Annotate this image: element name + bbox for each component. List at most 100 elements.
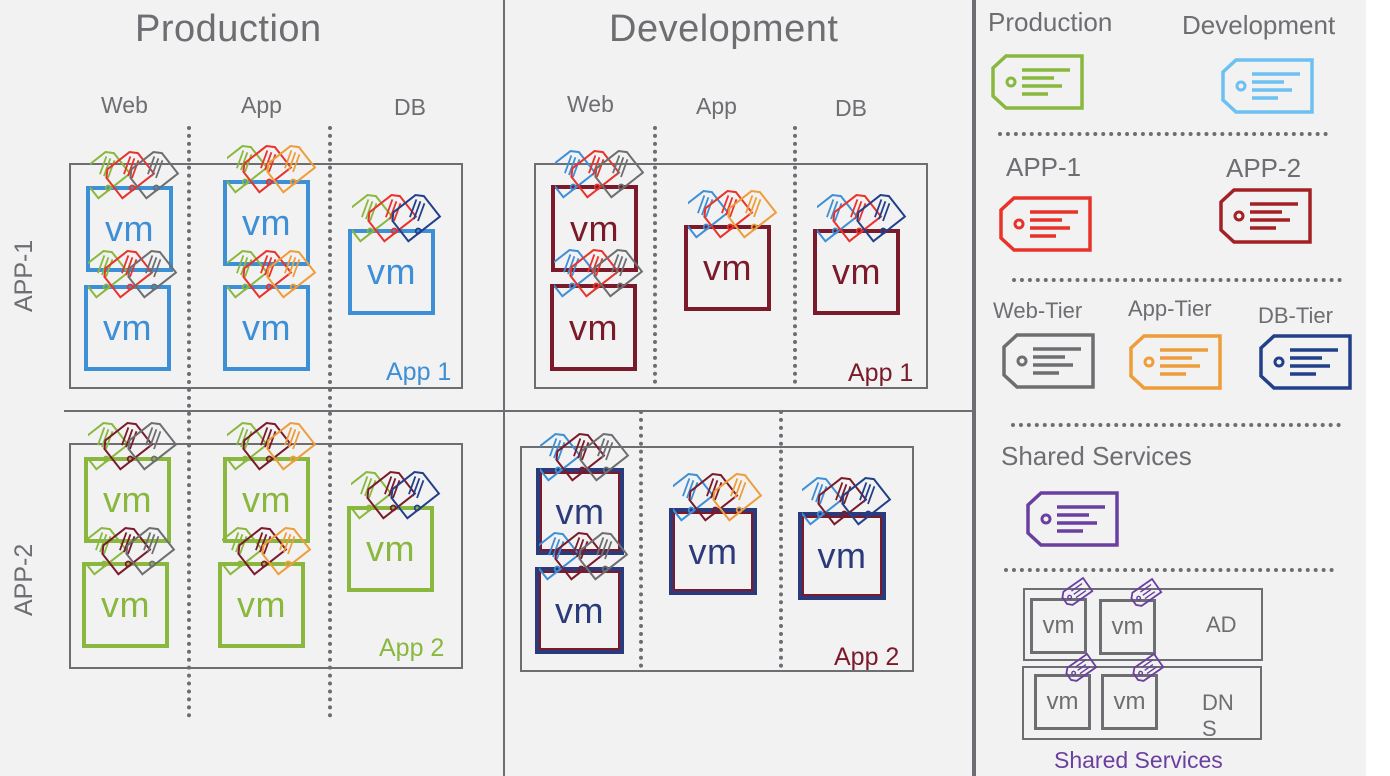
tag-icon — [1025, 491, 1119, 552]
tag-cluster-icon — [81, 151, 180, 200]
tag-icon — [1129, 334, 1222, 390]
vm-prod-app2-app: vm — [223, 457, 310, 543]
tag-cluster — [793, 474, 902, 535]
tag-cluster-icon — [213, 527, 312, 576]
tier-label-dev-app: App — [696, 93, 737, 119]
vm-label: vm — [703, 247, 752, 288]
tag-icon — [998, 196, 1092, 257]
tier-label-prod-db: DB — [394, 94, 426, 120]
vm-label: vm — [570, 207, 619, 249]
tag-cluster-icon — [77, 527, 176, 576]
vm-label: vm — [101, 584, 150, 625]
vm-label: vm — [688, 530, 738, 572]
vm-label: vm — [242, 307, 291, 348]
tag-icon — [1219, 188, 1312, 244]
tier-label-dev-db: DB — [835, 95, 867, 121]
tag-icon — [1001, 333, 1095, 394]
group-label-dev-app1: App 1 — [848, 359, 914, 387]
tag-cluster — [545, 246, 654, 307]
vm-prod-app1-web: vm — [86, 186, 173, 272]
tag-icon — [999, 196, 1092, 252]
tag-cluster — [79, 247, 188, 308]
tag-cluster-icon — [218, 250, 317, 299]
shared-services-caption: Shared Services — [1054, 747, 1223, 773]
tag-cluster — [530, 529, 639, 590]
shared-vm: vm — [1030, 598, 1087, 654]
tag-icon — [1002, 333, 1095, 389]
tag-cluster — [808, 191, 917, 252]
tag-cluster-icon — [664, 473, 763, 522]
shared-vm: vm — [1034, 674, 1091, 730]
tag-icon — [1026, 491, 1119, 547]
legend-separator — [1012, 278, 1342, 282]
tag-icon — [1218, 188, 1312, 249]
legend-label-app1: APP-1 — [1006, 152, 1082, 182]
legend-divider — [972, 0, 976, 776]
tag-cluster — [77, 524, 186, 585]
group-label-prod-app2: App 2 — [379, 634, 445, 662]
legend-separator — [1011, 423, 1341, 427]
shared-label-dns: DN S — [1202, 690, 1234, 741]
tier-label-dev-web: Web — [567, 91, 614, 117]
vm-label: vm — [1046, 688, 1079, 715]
tag-cluster-icon — [218, 422, 317, 471]
shared-label-ad: AD — [1206, 612, 1237, 637]
tag-cluster-icon — [546, 150, 645, 199]
vm-label: vm — [367, 251, 416, 292]
tag-icon — [1258, 334, 1352, 395]
shared-group-dns — [1022, 666, 1262, 740]
legend-label-shared-services: Shared Services — [1001, 441, 1192, 471]
tag-cluster — [531, 430, 640, 491]
vm-label: vm — [555, 490, 605, 532]
tag-cluster — [218, 419, 327, 480]
tag-cluster — [664, 470, 773, 531]
env-divider — [503, 0, 505, 776]
shared-vm: vm — [1101, 674, 1158, 730]
tag-cluster-icon — [343, 194, 442, 243]
tag-cluster — [342, 468, 451, 529]
group-dev-app2 — [520, 446, 914, 672]
legend-label-development: Development — [1182, 10, 1336, 40]
vm-label: vm — [832, 251, 881, 292]
tag-cluster — [546, 147, 655, 208]
tag-cluster-icon — [79, 422, 178, 471]
tag-cluster — [79, 419, 188, 480]
tag-cluster-icon — [531, 433, 630, 482]
legend-label-app2: APP-2 — [1226, 153, 1302, 183]
tag-icon — [1259, 334, 1352, 390]
vm-label: vm — [555, 589, 604, 631]
tier-separator — [187, 126, 191, 718]
tag-cluster-icon — [79, 250, 178, 299]
row-label-app1: APP-1 — [10, 239, 38, 312]
group-dev-app1 — [534, 163, 928, 389]
tier-separator — [779, 410, 783, 668]
group-label-dev-app2: App 2 — [834, 643, 900, 671]
legend-separator — [998, 132, 1328, 136]
vm-label: vm — [1113, 688, 1146, 715]
tag-icon — [991, 54, 1084, 110]
vm-label: vm — [1111, 613, 1144, 640]
tag-cluster — [679, 187, 788, 248]
shared-tag-icon — [1129, 577, 1163, 614]
tag-cluster-icon — [808, 194, 907, 243]
row-label-app2: APP-2 — [10, 543, 38, 616]
legend-label-db-tier: DB-Tier — [1258, 303, 1333, 328]
tier-separator — [653, 126, 657, 384]
tag-icon — [1128, 334, 1222, 395]
vm-label: vm — [569, 306, 618, 348]
vm-label: vm — [103, 479, 152, 520]
vm-label: vm — [103, 307, 152, 348]
tag-cluster-icon — [545, 249, 644, 298]
tag-cluster — [343, 191, 452, 252]
tag-cluster-icon — [793, 477, 892, 526]
tier-separator — [639, 410, 643, 668]
legend-label-web-tier: Web-Tier — [993, 298, 1083, 323]
shared-tag-icon — [1064, 652, 1098, 689]
vm-label: vm — [242, 479, 291, 520]
app-divider — [64, 410, 974, 412]
vm-label: vm — [366, 528, 415, 569]
vm-label: vm — [237, 584, 286, 625]
tag-cluster-icon — [679, 190, 778, 239]
tier-separator — [328, 126, 332, 718]
